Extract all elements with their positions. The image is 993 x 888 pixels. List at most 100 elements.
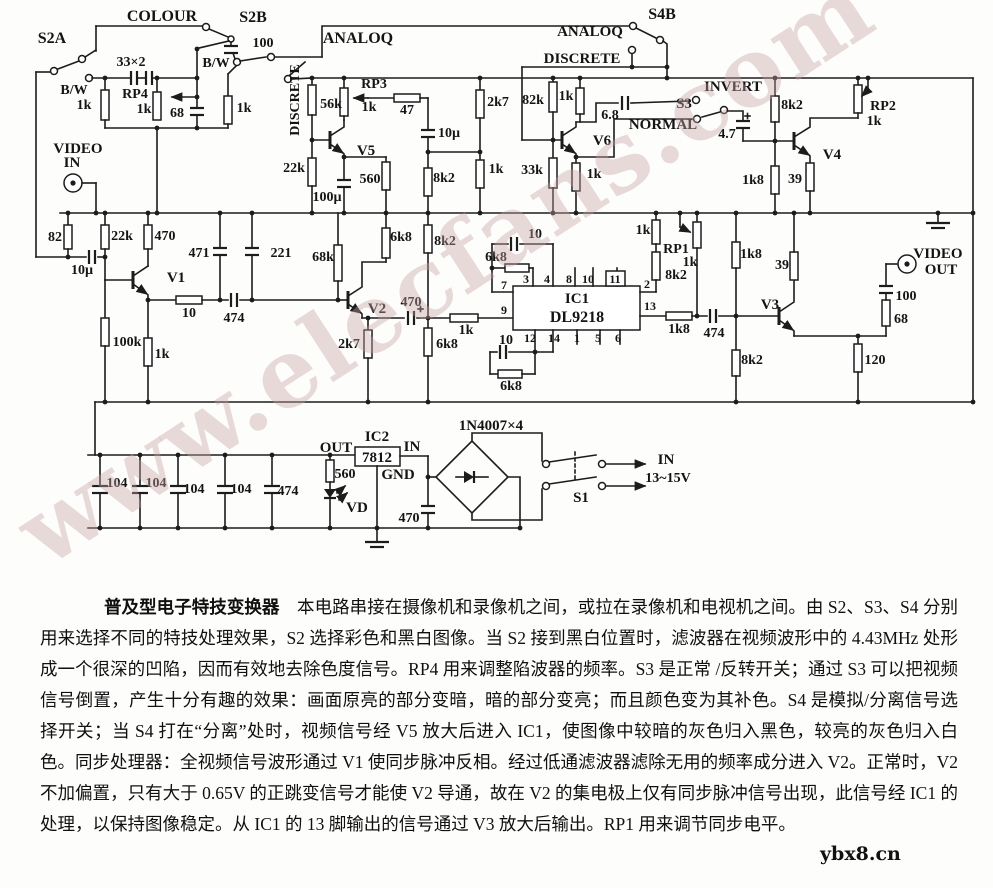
label-RP2: RP2 xyxy=(870,99,896,114)
label-33k: 33k xyxy=(521,163,543,178)
label-4: 4 xyxy=(544,272,550,286)
bridge-rectifier xyxy=(427,432,543,531)
label-S4B: S4B xyxy=(648,6,676,23)
label-470: 470 xyxy=(155,229,176,244)
label-OUT: OUT xyxy=(320,440,353,456)
label-6.8: 6.8 xyxy=(601,108,619,123)
label-2: 2 xyxy=(644,277,650,291)
label-82: 82 xyxy=(48,230,62,245)
label-IC1: IC1 xyxy=(565,291,589,307)
v4-stage xyxy=(742,75,873,214)
circuit-schematic: COLOURS2BS2A100B/W33×2B/W1kRP41k681kVIDE… xyxy=(35,6,976,549)
label-8: 8 xyxy=(566,272,572,286)
description-body: 本电路串接在摄像机和录像机之间，或拉在录像机和电视机之间。由 S2、S3、S4 … xyxy=(40,597,958,834)
s3-invert-switch[interactable] xyxy=(691,95,751,142)
label-RP3: RP3 xyxy=(361,77,387,92)
label-IN: IN xyxy=(658,452,675,468)
label-33×2: 33×2 xyxy=(117,55,146,70)
label-RP4: RP4 xyxy=(122,87,148,102)
label-474: 474 xyxy=(278,484,299,499)
label-104: 104 xyxy=(146,476,167,491)
label-100µ: 100µ xyxy=(312,190,341,205)
video-in-connector[interactable] xyxy=(63,173,97,214)
label-V1: V1 xyxy=(167,270,185,286)
label-6: 6 xyxy=(615,331,621,345)
label-474: 474 xyxy=(224,311,245,326)
power-supply xyxy=(87,401,647,549)
label-V6: V6 xyxy=(593,133,612,149)
label-1k: 1k xyxy=(636,223,651,238)
s1-power-switch[interactable] xyxy=(541,451,647,491)
v3-output-stage xyxy=(639,210,887,403)
label-560: 560 xyxy=(360,172,381,187)
label-22k: 22k xyxy=(111,229,133,244)
junction-dots xyxy=(65,210,976,405)
video-out-connector[interactable] xyxy=(879,212,950,337)
label-12: 12 xyxy=(524,331,536,345)
label-GND: GND xyxy=(381,467,415,483)
label-1k8: 1k8 xyxy=(742,173,764,188)
label-14: 14 xyxy=(548,331,560,345)
label-1k8: 1k8 xyxy=(740,247,762,262)
label-6k8: 6k8 xyxy=(485,250,507,265)
v2-stage xyxy=(333,210,514,403)
label-221: 221 xyxy=(271,246,292,261)
label-22k: 22k xyxy=(283,161,305,176)
label-ANALOQ: ANALOQ xyxy=(557,24,623,40)
description-title: 普及型电子特技变换器 xyxy=(104,597,280,617)
label-1: 1 xyxy=(574,331,580,345)
label-DISCRETE: DISCRETE xyxy=(544,51,621,67)
label-56k: 56k xyxy=(320,97,342,112)
label-3: 3 xyxy=(523,272,529,286)
label-VD: VD xyxy=(346,500,368,516)
s4-analog-discrete-switch[interactable] xyxy=(283,21,670,141)
label-8k2: 8k2 xyxy=(741,353,763,368)
label-68: 68 xyxy=(894,312,908,327)
v1-stage xyxy=(35,212,339,403)
label-S2B: S2B xyxy=(239,9,267,26)
label-120: 120 xyxy=(865,353,886,368)
label-6k8: 6k8 xyxy=(436,337,458,352)
label-104: 104 xyxy=(184,482,205,497)
label-OUT: OUT xyxy=(925,262,958,278)
description-paragraph: 普及型电子特技变换器 本电路串接在摄像机和录像机之间，或拉在录像机和电视机之间。… xyxy=(40,592,958,840)
label-S3: S3 xyxy=(676,96,692,112)
label-47: 47 xyxy=(400,103,414,118)
label-8k2: 8k2 xyxy=(665,268,687,283)
label-10µ: 10µ xyxy=(71,263,93,278)
label-V4: V4 xyxy=(823,147,842,163)
s2-filter-switch[interactable] xyxy=(35,22,630,258)
label-2k7: 2k7 xyxy=(487,95,509,110)
label-COLOUR: COLOUR xyxy=(127,8,198,25)
label-INVERT: INVERT xyxy=(704,79,762,95)
label-10: 10 xyxy=(499,333,513,348)
label-DISCRETE: DISCRETE xyxy=(288,64,303,136)
label-474: 474 xyxy=(704,326,725,341)
label-39: 39 xyxy=(788,172,802,187)
power-rails xyxy=(59,77,974,403)
label-B/W: B/W xyxy=(60,83,87,98)
label-104: 104 xyxy=(107,476,128,491)
label-100: 100 xyxy=(896,289,917,304)
label-VIDEO: VIDEO xyxy=(53,141,102,157)
label-68: 68 xyxy=(170,106,184,121)
label-82k: 82k xyxy=(522,93,544,108)
label-IC2: IC2 xyxy=(365,429,389,445)
label-39: 39 xyxy=(775,258,789,273)
label-IN: IN xyxy=(404,439,421,455)
led-indicator xyxy=(324,452,349,531)
label-13: 13 xyxy=(644,299,656,313)
label-1k: 1k xyxy=(587,167,602,182)
label-NORMAL: NORMAL xyxy=(629,117,697,133)
label-V3: V3 xyxy=(761,297,779,313)
label-RP1: RP1 xyxy=(663,242,689,257)
label-1k: 1k xyxy=(77,98,92,113)
v6-stage xyxy=(521,75,693,214)
filter-caps xyxy=(92,452,280,531)
label-10: 10 xyxy=(182,306,196,321)
label-8k2: 8k2 xyxy=(434,234,456,249)
label-S1: S1 xyxy=(573,490,589,506)
label-470: 470 xyxy=(399,511,420,526)
